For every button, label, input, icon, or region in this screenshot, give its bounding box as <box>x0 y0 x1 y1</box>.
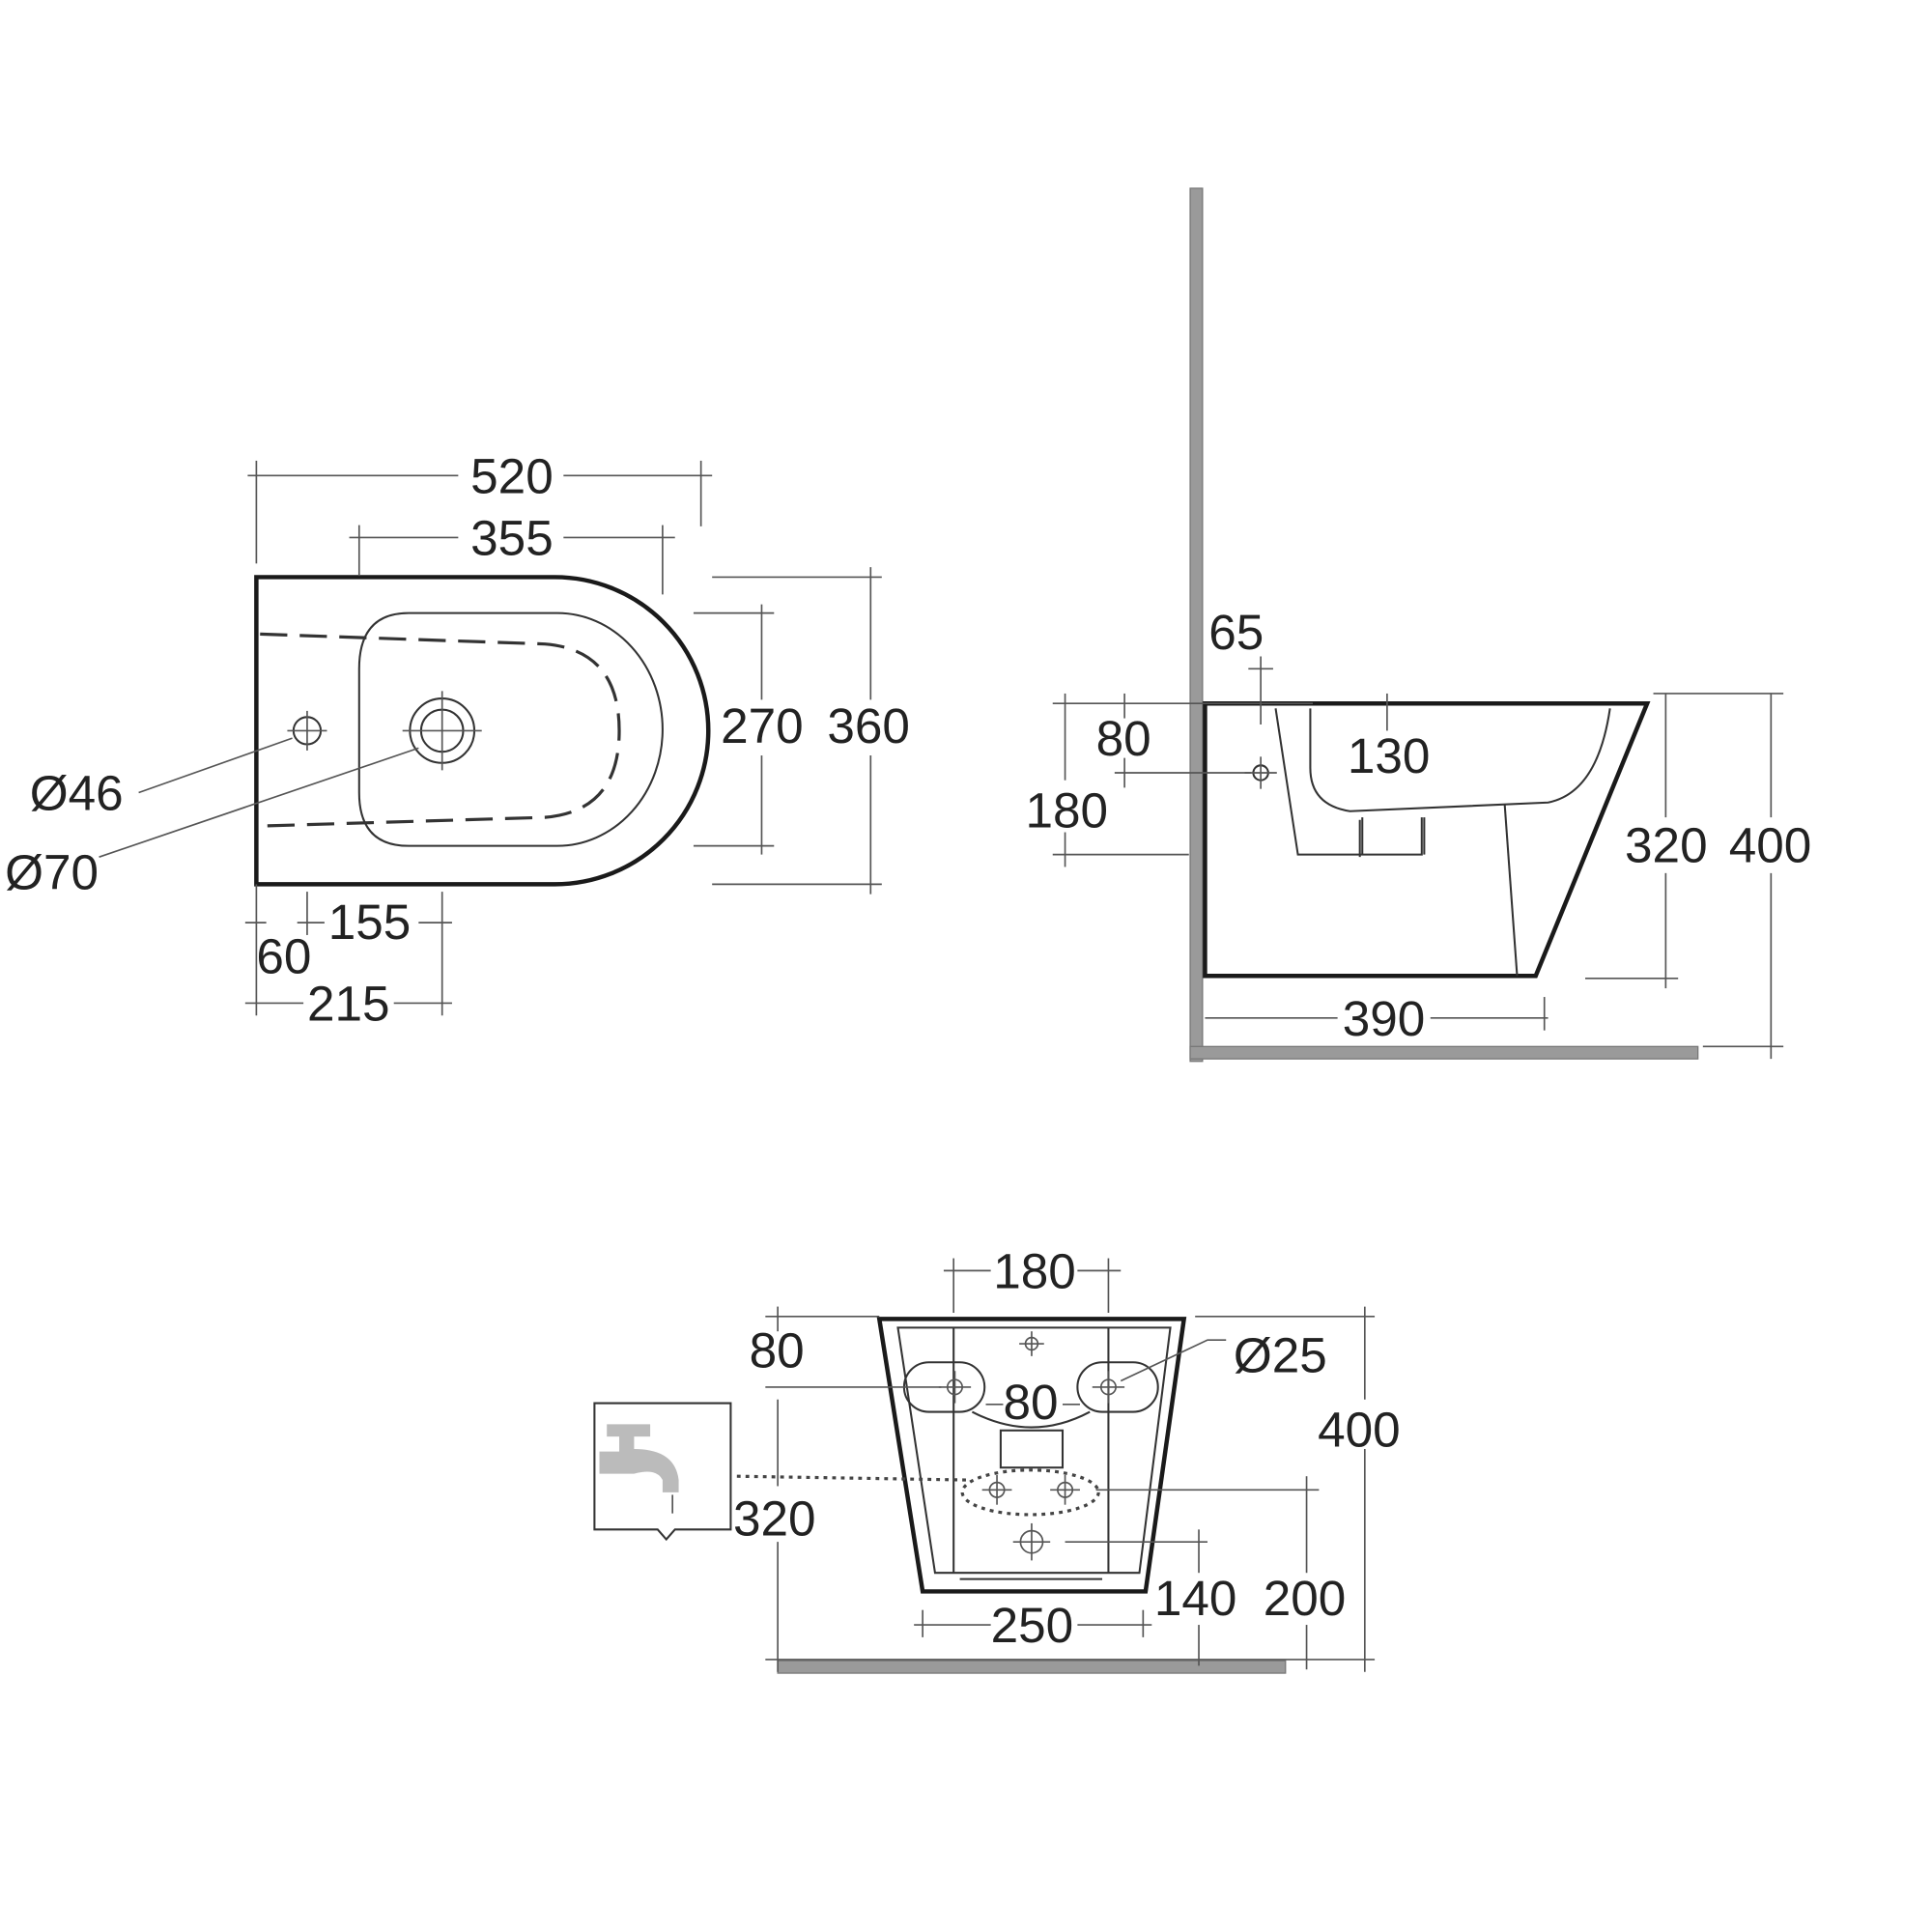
dim-overall-length: 520 <box>470 448 554 503</box>
bowl-section <box>1309 708 1611 812</box>
supply-line <box>736 1474 967 1482</box>
dim-overall-width: 360 <box>827 698 910 753</box>
dim-wall-gap: 65 <box>1208 605 1264 660</box>
wall <box>1189 187 1204 1063</box>
fixing-slot-left <box>902 1361 986 1413</box>
dim-inlet-height: 180 <box>1026 782 1109 838</box>
bowl-outline <box>357 611 664 847</box>
dim-waste-depth: 130 <box>1348 728 1431 783</box>
fixing-slot-right <box>1076 1361 1159 1413</box>
hole-symbols <box>938 1331 1125 1561</box>
back-view: 180 80 80 Ø25 400 320 250 140 200 <box>593 1243 1401 1674</box>
dim-fixing-height: 80 <box>1096 711 1151 766</box>
floor-back <box>777 1660 1287 1674</box>
dim-fixing-from-top: 80 <box>750 1322 805 1378</box>
inner-frame <box>896 1326 1172 1575</box>
dim-projection: 390 <box>1343 991 1426 1046</box>
side-view: 65 80 180 130 320 400 390 <box>1026 187 1812 1063</box>
rim-dashed <box>260 632 621 828</box>
bidet-outline-top <box>254 575 711 887</box>
top-view: 520 355 270 360 155 60 215 Ø46 Ø70 <box>5 448 910 1031</box>
dim-supply-height: 200 <box>1264 1571 1347 1626</box>
dim-tap-hole-edge: 60 <box>256 929 311 984</box>
tap-icon <box>599 1424 679 1492</box>
callout-hole-dia: Ø25 <box>1234 1328 1327 1383</box>
dim-waste-offset: 215 <box>307 976 390 1031</box>
tap-supply-box <box>593 1402 732 1542</box>
dim-overall-height-back: 400 <box>1318 1402 1401 1457</box>
waste-hole-symbol <box>402 691 482 771</box>
callout-tap-hole: Ø46 <box>30 765 124 820</box>
bidet-outline-side <box>1203 700 1651 979</box>
supply-zone <box>960 1468 1100 1517</box>
dim-tap-height: 320 <box>733 1492 816 1547</box>
tap-hole-symbol <box>287 710 327 751</box>
callout-waste-hole: Ø70 <box>5 845 99 900</box>
bidet-outline-back <box>876 1317 1187 1594</box>
dim-base-width: 250 <box>991 1598 1074 1653</box>
dim-bowl-height: 320 <box>1625 817 1708 872</box>
dim-top-width: 180 <box>993 1243 1076 1298</box>
dim-fixing-centres: 80 <box>1003 1375 1058 1430</box>
dim-waste-height: 140 <box>1154 1571 1237 1626</box>
inlet-symbol <box>1244 756 1277 789</box>
dim-overall-height: 400 <box>1729 817 1812 872</box>
dim-tap-hole-offset: 155 <box>328 895 412 950</box>
dim-bowl-length: 355 <box>470 510 554 565</box>
dim-bowl-width: 270 <box>721 698 804 753</box>
internal-waste <box>1274 708 1426 858</box>
floor <box>1189 1045 1699 1060</box>
